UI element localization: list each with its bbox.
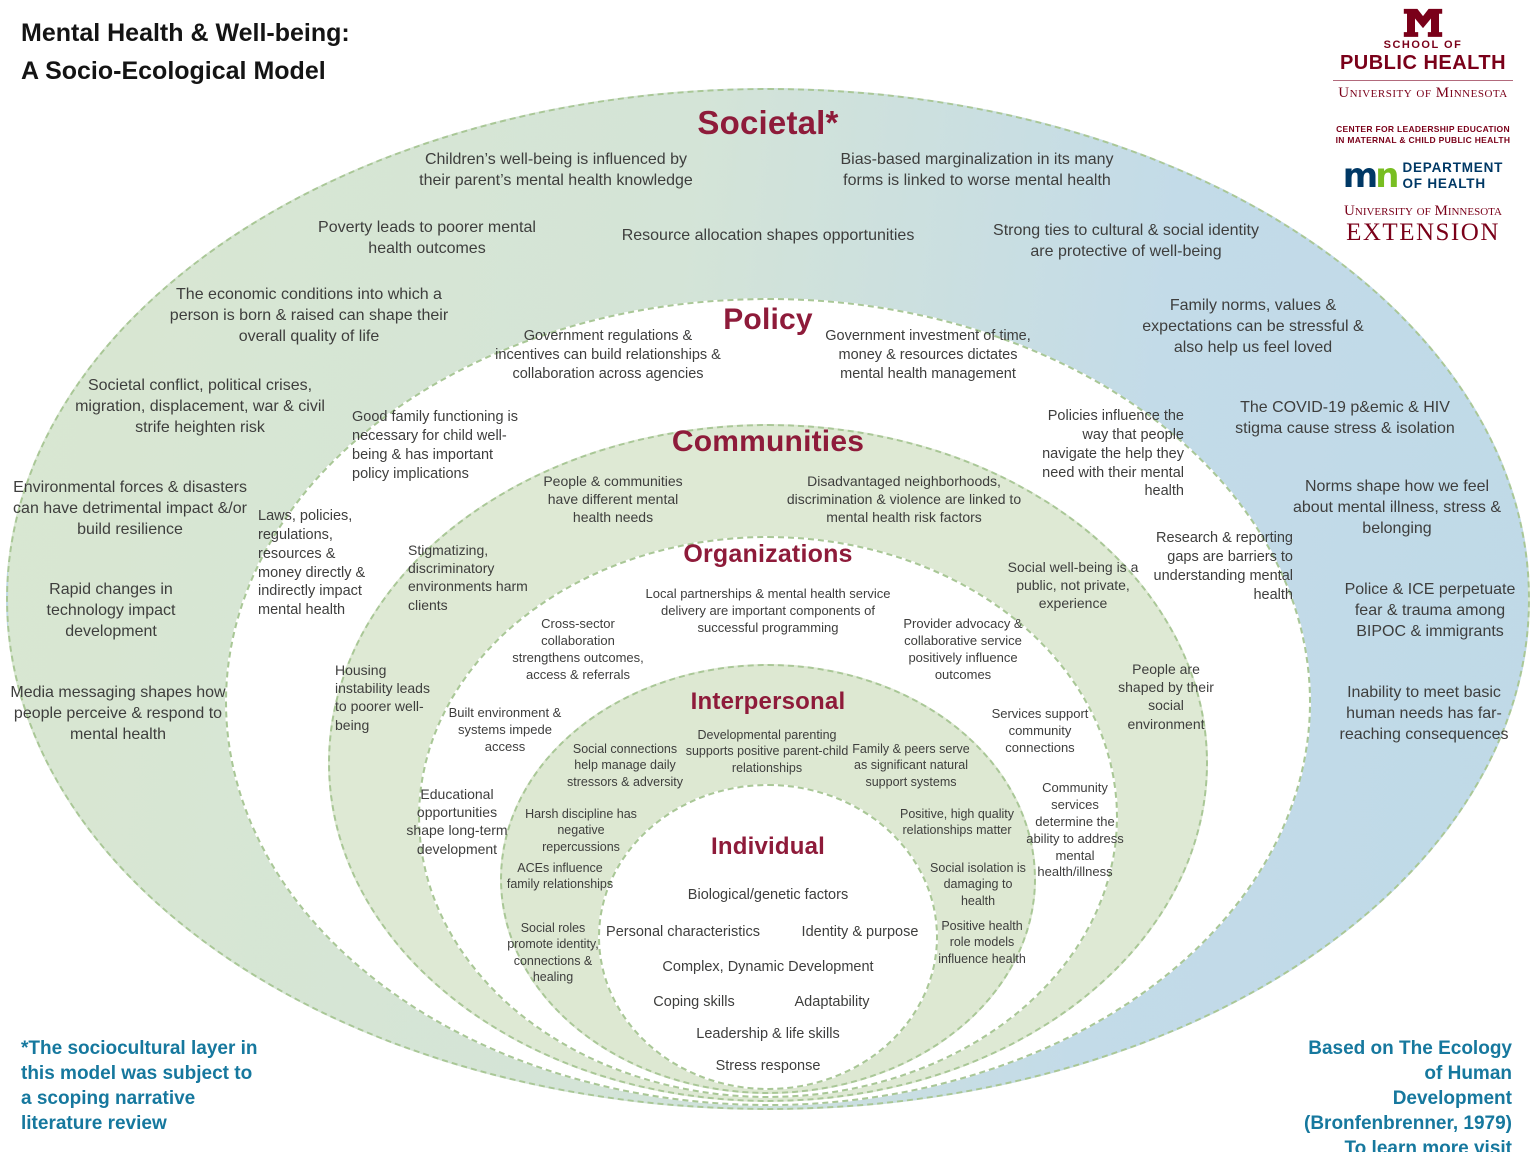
note-organizations: Built environment & systems impede acces… [448,705,562,754]
note-interpersonal: Developmental parenting supports positiv… [685,728,849,775]
note-communities: Social well-being is a public, not priva… [1007,559,1139,612]
note-societal: Resource allocation shapes opportunities [621,227,915,244]
note-societal: Inability to meet basic human needs has … [1339,684,1509,743]
note-policy: Policies influence the way that people n… [1042,408,1184,500]
note-policy: Research & reporting gaps are barriers t… [1153,530,1293,603]
note-interpersonal: Social isolation is damaging to health [930,861,1026,908]
note-communities: Educational opportunities shape long-ter… [406,786,508,857]
note-communities: Stigmatizing, discriminatory environment… [408,542,528,613]
mdh-dept-label: DEPARTMENT OF HEALTH [1402,160,1503,191]
page-title-line1: Mental Health & Well-being: [21,19,350,47]
ring-label-organizations: Organizations [683,540,853,568]
note-societal: Poverty leads to poorer mental health ou… [318,219,536,257]
note-societal: Societal conflict, political crises, mig… [75,377,325,436]
note-individual: Coping skills [653,994,735,1010]
note-societal: Rapid changes in technology impact devel… [46,581,176,640]
note-societal: Strong ties to cultural & social identit… [993,222,1259,260]
note-communities: Housing instability leads to poorer well… [335,662,430,733]
note-interpersonal: Positive health role models influence he… [938,919,1026,966]
ring-label-interpersonal: Interpersonal [690,688,846,715]
note-policy: Good family functioning is necessary for… [352,409,519,482]
page-title-line2: A Socio-Ecological Model [21,57,326,85]
logo-university: University of Minnesota [1338,85,1508,101]
extension-university: University of Minnesota [1344,202,1502,219]
mdh-dept-line2: OF HEALTH [1402,175,1486,191]
note-communities: People & communities have different ment… [543,473,683,526]
individual-ellipse [598,784,938,1090]
note-policy: Laws, policies, regulations, resources &… [258,508,366,619]
note-societal: Environmental forces & disasters can hav… [13,479,247,538]
umn-block-m-icon [1403,8,1443,37]
note-interpersonal: Social roles promote identity, connectio… [507,921,599,984]
note-individual: Leadership & life skills [696,1026,840,1042]
note-societal: Bias-based marginalization in its many f… [840,151,1114,189]
note-interpersonal: Family & peers serve as significant natu… [852,742,970,789]
footnote-line: a scoping narrative [21,1088,196,1109]
credit-line: Development (Bronfenbrenner, 1979) [1304,1088,1512,1134]
footnote-line: this model was subject to [21,1063,253,1084]
logo-divider [1333,80,1513,81]
logo-center-leadership: CENTER FOR LEADERSHIP EDUCATION IN MATER… [1325,124,1521,147]
note-interpersonal: Harsh discipline has negative repercussi… [525,807,637,854]
note-individual: Complex, Dynamic Development [662,959,874,975]
note-policy: Government regulations & incentives can … [495,328,721,382]
note-individual: Biological/genetic factors [687,887,849,903]
page-title: Mental Health & Well-being: A Socio-Ecol… [21,14,350,90]
note-societal: Children’s well-being is influenced by t… [419,151,693,189]
note-organizations: Provider advocacy & collaborative servic… [903,616,1023,682]
note-organizations: Cross-sector collaboration strengthens o… [512,616,644,682]
note-interpersonal: ACEs influence family relationships [506,861,614,892]
footnote-line: literature review [21,1113,167,1134]
note-societal: Police & ICE perpetuate fear & trauma am… [1344,581,1516,640]
note-communities: Community services determine the ability… [1026,780,1124,880]
note-societal: The COVID-19 p&emic & HIV stigma cause s… [1235,399,1455,437]
note-organizations: Local partnerships & mental health servi… [645,586,891,635]
credit-line: To learn more visit [1344,1138,1512,1152]
credit-note: Based on The Ecology of Human Developmen… [1296,1036,1512,1152]
logo-center-line1: CENTER FOR LEADERSHIP EDUCATION [1336,124,1510,134]
note-individual: Adaptability [794,994,870,1010]
ring-label-societal: Societal* [697,104,839,141]
note-individual: Personal characteristics [606,924,760,940]
ring-label-communities: Communities [671,425,865,458]
logo-panel: SCHOOL OF PUBLIC HEALTH University of Mi… [1325,8,1521,246]
note-communities: People are shaped by their social enviro… [1118,661,1214,732]
note-interpersonal: Positive, high quality relationships mat… [900,807,1014,838]
ring-label-individual: Individual [710,833,826,860]
note-societal: The economic conditions into which a per… [169,286,449,345]
note-societal: Norms shape how we feel about mental ill… [1292,478,1502,537]
logo-public-health: PUBLIC HEALTH [1339,52,1507,74]
ring-label-policy: Policy [723,303,813,336]
note-organizations: Services support community connections [991,706,1089,755]
mdh-logo: mn DEPARTMENT OF HEALTH [1325,159,1521,193]
extension-wordmark: EXTENSION [1346,218,1500,246]
note-societal: Family norms, values & expectations can … [1142,297,1364,356]
note-individual: Stress response [715,1058,821,1074]
logo-school-of: SCHOOL OF [1383,39,1463,51]
logo-center-line2: IN MATERNAL & CHILD PUBLIC HEALTH [1335,135,1511,146]
extension-logo: University of Minnesota EXTENSION [1325,203,1521,246]
note-policy: Government investment of time, money & r… [825,328,1031,382]
credit-line: Based on The Ecology of Human [1308,1038,1512,1084]
note-societal: Media messaging shapes how people percei… [10,684,226,743]
mdh-mn-icon: mn [1342,155,1400,196]
note-interpersonal: Social connections help manage daily str… [566,742,683,789]
note-individual: Identity & purpose [801,924,919,940]
footnote-line: *The sociocultural layer in [21,1038,258,1059]
footnote-sociocultural: *The sociocultural layer in this model w… [21,1036,258,1136]
mdh-dept-line1: DEPARTMENT [1402,160,1504,176]
note-communities: Disadvantaged neighborhoods, discriminat… [786,473,1022,526]
